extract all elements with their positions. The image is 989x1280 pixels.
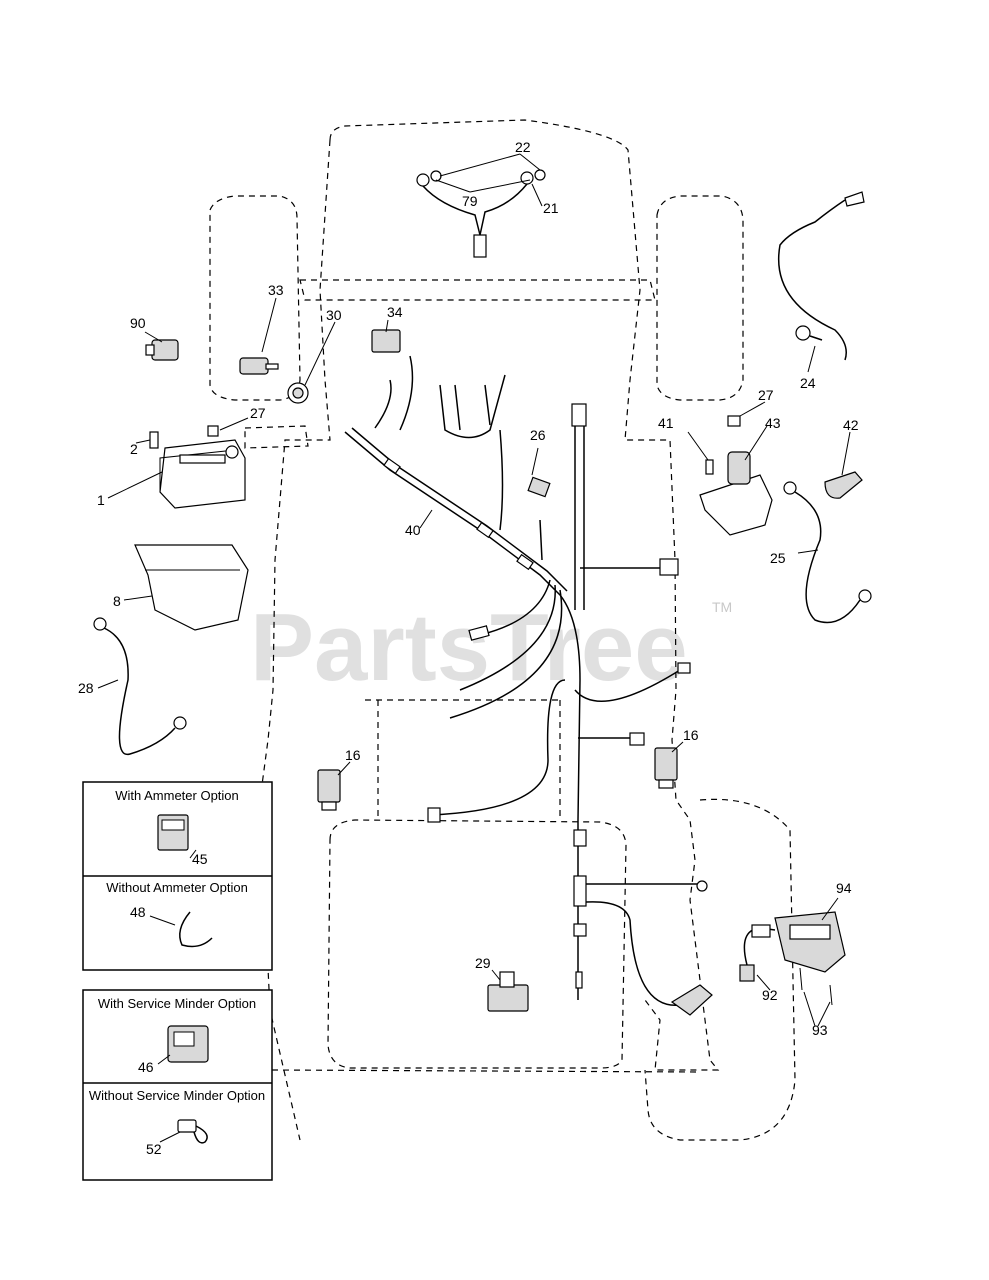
plug-part	[177, 1119, 208, 1144]
callout-46: 46	[138, 1059, 154, 1075]
callout-25: 25	[770, 550, 786, 566]
without-service-minder-title: Without Service Minder Option	[89, 1088, 265, 1103]
callout-94: 94	[836, 880, 852, 896]
callout-29: 29	[475, 955, 491, 971]
without-ammeter-title: Without Ammeter Option	[106, 880, 248, 895]
callout-26: 26	[530, 427, 546, 443]
solenoid-43-part	[699, 451, 773, 536]
tractor-outline	[209, 119, 796, 1141]
callout-34: 34	[387, 304, 403, 320]
terminal-boot-42-part	[824, 471, 863, 499]
battery-tray-part	[134, 544, 249, 631]
callout-92: 92	[762, 987, 778, 1003]
battery-part	[159, 439, 246, 509]
callout-79: 79	[462, 193, 478, 209]
ammeter-part	[157, 814, 189, 851]
callout-1: 1	[97, 492, 105, 508]
callout-2: 2	[130, 441, 138, 457]
service-minder-part	[167, 1025, 209, 1063]
callout-33: 33	[268, 282, 284, 298]
solenoid-bolt-41-part	[705, 459, 714, 475]
battery-cable-28-part	[93, 617, 187, 756]
callout-45: 45	[192, 851, 208, 867]
callout-41: 41	[658, 415, 674, 431]
connector-block-part	[670, 984, 713, 1016]
seat-switch-16-left-part	[317, 769, 341, 811]
callout-48: 48	[130, 904, 146, 920]
harness-92-part	[739, 924, 776, 982]
callout-52: 52	[146, 1141, 162, 1157]
battery-cable-25-part	[783, 481, 872, 624]
plug-90-part	[145, 339, 179, 361]
callout-27b: 27	[758, 387, 774, 403]
callout-28: 28	[78, 680, 94, 696]
callout-43: 43	[765, 415, 781, 431]
ignition-switch-part	[287, 382, 309, 404]
headlight-harness	[416, 153, 546, 258]
with-service-minder-title: With Service Minder Option	[98, 996, 256, 1011]
callout-42: 42	[843, 417, 859, 433]
callout-21: 21	[543, 200, 559, 216]
battery-nut-part	[207, 425, 219, 437]
switch-34-part	[371, 319, 401, 353]
callout-30: 30	[326, 307, 342, 323]
seat-switch-16-right-part	[654, 747, 678, 789]
watermark-text: PartsTree	[250, 594, 688, 701]
callout-93: 93	[812, 1022, 828, 1038]
service-minder-option-box: With Service Minder Option Without Servi…	[82, 989, 273, 1181]
pto-switch-29-part	[487, 971, 529, 1012]
jumper-wire-part	[179, 911, 213, 948]
battery-bolt-part	[149, 431, 159, 449]
with-ammeter-title: With Ammeter Option	[115, 788, 239, 803]
main-harness	[344, 355, 691, 823]
callout-90: 90	[130, 315, 146, 331]
ignition-key-part	[239, 357, 279, 375]
battery-cable-24-part	[778, 191, 865, 361]
callout-27a: 27	[250, 405, 266, 421]
module-94-part	[774, 911, 846, 973]
fuse-26-part	[527, 476, 551, 498]
callout-16a: 16	[345, 747, 361, 763]
center-harness	[571, 403, 708, 1006]
callout-22: 22	[515, 139, 531, 155]
ammeter-option-box: With Ammeter Option Without Ammeter Opti…	[82, 781, 273, 971]
screws-93-part	[799, 967, 833, 1006]
watermark-trademark: TM	[712, 599, 732, 615]
callout-16b: 16	[683, 727, 699, 743]
callout-24: 24	[800, 375, 816, 391]
callout-40: 40	[405, 522, 421, 538]
callout-8: 8	[113, 593, 121, 609]
solenoid-nut-27-part	[727, 415, 741, 427]
callout-labels: 22 79 21 33 30 90 34 27 2 1 8 28 40 26 2…	[78, 139, 859, 1157]
